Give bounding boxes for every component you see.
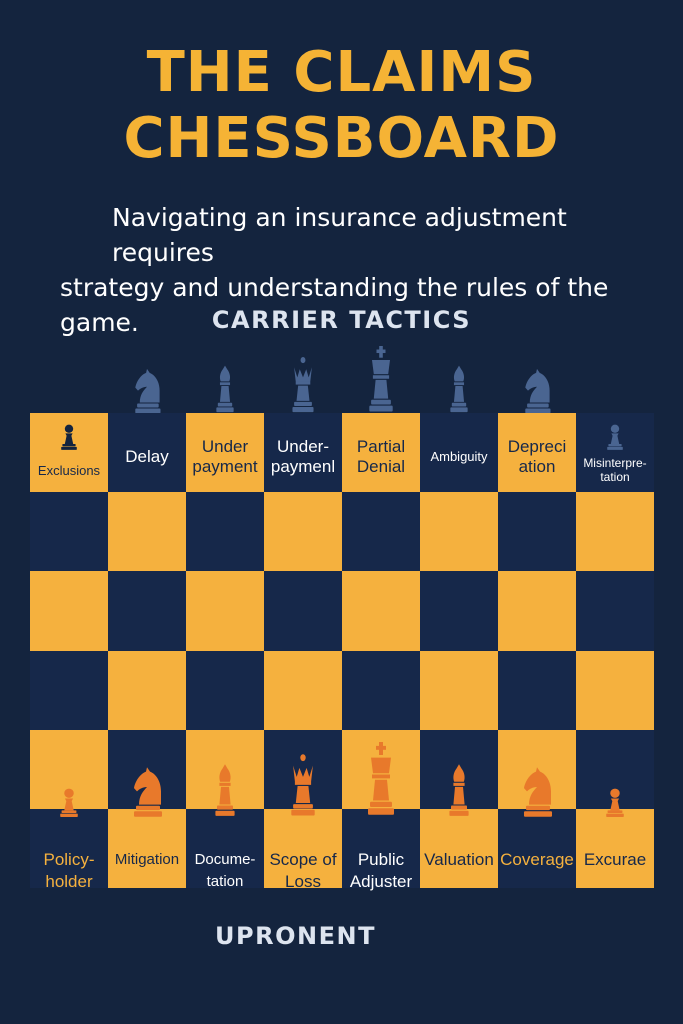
board-square: [342, 650, 420, 730]
bishop-icon: [450, 365, 468, 413]
king-icon: [369, 345, 393, 412]
carrier-tactic-label: Depreci ation: [507, 436, 567, 476]
board-square: Scope of Loss: [264, 808, 342, 891]
board-square: Mitigation: [108, 808, 186, 889]
board-square: [576, 492, 654, 572]
board-square: Policy- holder: [30, 808, 108, 891]
carrier-tactic-label: Ambiguity: [430, 448, 488, 464]
carrier-tactic-label: Delay: [125, 446, 169, 466]
board-square: [186, 571, 264, 651]
board-square: [420, 492, 498, 572]
carrier-tactic-label: Partial Denial: [356, 436, 406, 476]
player-role-label: Excurae: [583, 849, 647, 869]
pawn-icon: [607, 424, 623, 450]
player-role-label: Docume- tation: [194, 850, 256, 890]
board-square: Partial Denial: [342, 413, 420, 493]
carrier-piece-slot: [576, 336, 654, 416]
board-square: [186, 729, 264, 809]
board-square: [264, 492, 342, 572]
carrier-piece-slot: [264, 336, 342, 416]
board-square: [576, 571, 654, 651]
board-square: [30, 571, 108, 651]
board-square: [576, 729, 654, 809]
bishop-icon: [216, 365, 234, 413]
board-square: Ambiguity: [420, 413, 498, 493]
board-square: Under- paymenl: [264, 413, 342, 493]
player-role-label: Mitigation: [114, 850, 180, 868]
carrier-piece-slot: [342, 336, 420, 416]
carrier-tactic-label: Under payment: [192, 436, 258, 476]
carrier-piece-slot: [498, 336, 576, 416]
board-square: Exclusions: [30, 413, 108, 493]
board-square: Misinterpre- tation: [576, 413, 654, 493]
player-role-label: Public Adjuster: [349, 849, 413, 891]
subtitle: Navigating an insurance adjustment requi…: [60, 200, 660, 340]
board-square: [420, 571, 498, 651]
board-square: Docume- tation: [186, 808, 264, 890]
board-square: [108, 650, 186, 730]
carrier-piece-slot: [420, 336, 498, 416]
board-square: Under payment: [186, 413, 264, 493]
board-square: [498, 650, 576, 730]
board-square: [30, 729, 108, 809]
board-square: [264, 650, 342, 730]
board-square: [420, 729, 498, 809]
player-role-label: Policy- holder: [43, 849, 95, 891]
board-square: Public Adjuster: [342, 808, 420, 891]
carrier-piece-slot: [108, 336, 186, 416]
board-square: [498, 729, 576, 809]
carrier-tactics-label: CARRIER TACTICS: [211, 306, 472, 334]
carrier-piece-slot: [30, 336, 108, 416]
board-square: [498, 571, 576, 651]
player-role-label: Scope of Loss: [269, 849, 337, 891]
subtitle-line-1: Navigating an insurance adjustment requi…: [112, 203, 567, 267]
board-square: Delay: [108, 413, 186, 493]
board-square: [342, 492, 420, 572]
board-square: Depreci ation: [498, 413, 576, 493]
board-square: [264, 729, 342, 809]
player-role-label: Coverage: [500, 849, 574, 869]
poster-title: THE CLAIMS CHESSBOARD: [0, 40, 683, 172]
board-square: [420, 650, 498, 730]
board-square: [30, 650, 108, 730]
carrier-pawn: [57, 417, 81, 457]
board-square: [576, 650, 654, 730]
knight-icon: [135, 368, 161, 414]
board-square: [186, 492, 264, 572]
knight-icon: [525, 368, 551, 414]
carrier-piece-slot: [186, 336, 264, 416]
carrier-piece-row: [30, 336, 654, 416]
board-square: [30, 492, 108, 572]
board-square: Excurae: [576, 808, 654, 889]
board-square: [342, 729, 420, 809]
pawn-icon: [61, 424, 77, 450]
carrier-pawn: [603, 417, 627, 457]
board-square: [342, 571, 420, 651]
carrier-tactic-label: Under- paymenl: [270, 436, 336, 476]
board-square: [108, 571, 186, 651]
chessboard: Exclusions Delay Under payment Under- payme…: [30, 413, 654, 891]
board-square: [108, 492, 186, 572]
carrier-tactic-label: Exclusions: [37, 462, 101, 478]
opponent-label: UPRONENT: [215, 922, 376, 950]
board-square: Valuation: [420, 808, 498, 889]
board-square: [108, 729, 186, 809]
title-line-1: THE CLAIMS: [146, 40, 537, 105]
queen-icon: [292, 356, 314, 412]
player-role-label: Valuation: [424, 849, 494, 869]
subtitle-line-2: strategy and understanding the rules of …: [60, 273, 609, 337]
title-line-2: CHESSBOARD: [123, 106, 560, 171]
board-square: [186, 650, 264, 730]
carrier-tactic-label: Misinterpre- tation: [583, 455, 647, 484]
board-square: Coverage: [498, 808, 576, 889]
board-square: [498, 492, 576, 572]
board-square: [264, 571, 342, 651]
